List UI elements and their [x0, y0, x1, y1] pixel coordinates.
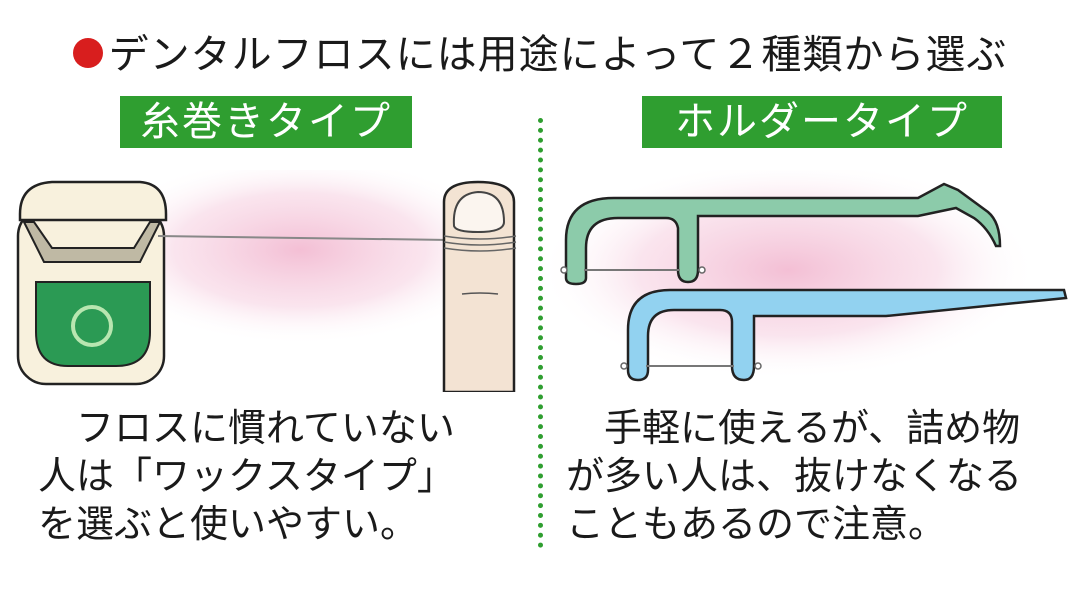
pink-glow [548, 170, 1038, 380]
blue-holder-icon [620, 288, 1068, 382]
caption-line: を選ぶと使いやすい。 [38, 502, 419, 546]
pink-glow [90, 170, 510, 345]
spool-type-label: 糸巻きタイプ [120, 96, 412, 148]
caption-line: こともあるので注意。 [566, 502, 947, 546]
caption-line: 人は「ワックスタイプ」 [38, 454, 455, 498]
caption-line: フロスに慣れていない [38, 406, 455, 450]
holder-type-caption: 手軽に使えるが、詰め物 が多い人は、抜けなくなる こともあるので注意。 [566, 404, 1022, 548]
red-dot-icon [72, 38, 103, 68]
green-holder-icon [560, 182, 1002, 286]
spool-floss-illustration [16, 170, 517, 392]
finger-icon [442, 180, 517, 392]
floss-spool-icon [16, 180, 168, 386]
caption-line: 手軽に使えるが、詰め物 [566, 406, 1021, 450]
floss-thread [157, 235, 451, 241]
title-text: デンタルフロスには用途によって２種類から選ぶ [108, 32, 1008, 78]
dotted-divider [538, 118, 543, 548]
holder-type-label: ホルダータイプ [642, 96, 1002, 148]
caption-line: が多い人は、抜けなくなる [566, 454, 1023, 498]
page-title: デンタルフロスには用途によって２種類から選ぶ [0, 22, 1080, 80]
holder-floss-illustration [548, 170, 1068, 382]
spool-type-caption: フロスに慣れていない 人は「ワックスタイプ」 を選ぶと使いやすい。 [38, 404, 455, 548]
